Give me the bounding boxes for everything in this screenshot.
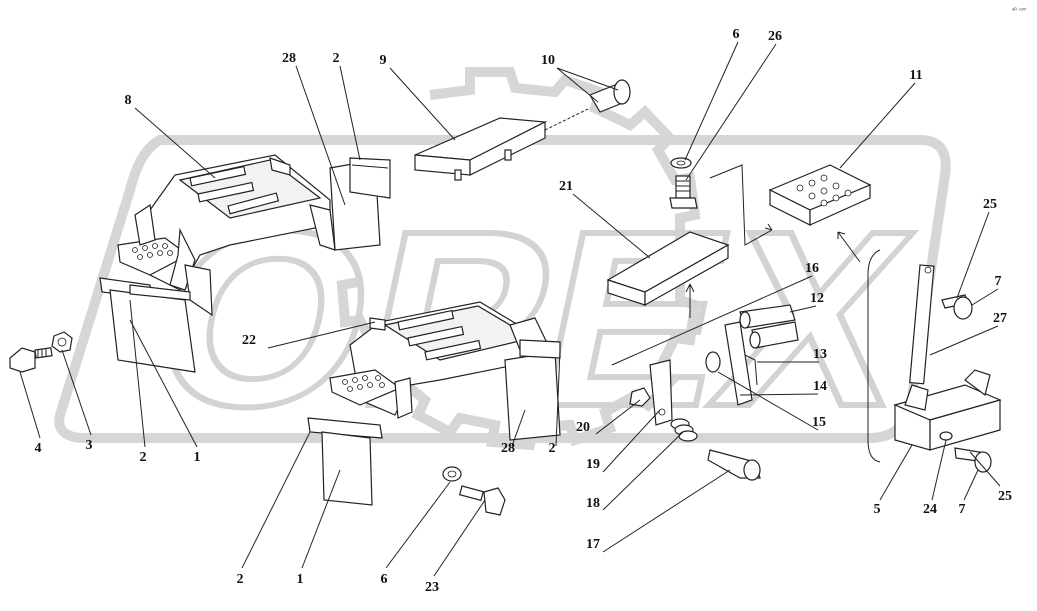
callout-c4: 4	[35, 441, 42, 456]
washer-6-upper	[670, 157, 692, 169]
bolt-23	[458, 485, 506, 516]
mud-flap-lower	[307, 417, 383, 506]
bolt-4	[9, 347, 53, 373]
callout-c2b: 2	[549, 441, 556, 456]
callout-c27: 27	[993, 311, 1007, 326]
plate-28-upper	[329, 157, 391, 251]
pin-7-25-lower	[954, 447, 992, 473]
watermark-band	[54, 135, 951, 443]
callout-c25b: 25	[998, 489, 1012, 504]
callout-c6a: 6	[733, 27, 740, 42]
callout-c14: 14	[813, 379, 827, 394]
callout-c3: 3	[86, 438, 93, 453]
step-assembly-upper	[117, 154, 336, 317]
callout-c2c: 2	[140, 450, 147, 465]
callout-c11: 11	[909, 68, 922, 83]
callout-c21: 21	[559, 179, 573, 194]
callout-c19: 19	[586, 457, 600, 472]
callout-c17: 17	[586, 537, 600, 552]
callout-c2a: 2	[333, 51, 340, 66]
callout-c13: 13	[813, 347, 827, 362]
callout-c10: 10	[541, 53, 555, 68]
step-11	[709, 164, 881, 463]
callout-c16: 16	[805, 261, 819, 276]
callout-c9: 9	[380, 53, 387, 68]
plate-21	[606, 231, 730, 318]
callout-c5: 5	[874, 502, 881, 517]
plate-28-lower	[504, 339, 561, 441]
callout-c25a: 25	[983, 197, 997, 212]
pin-7-25-upper	[941, 294, 973, 320]
mud-flap-upper-left	[99, 277, 196, 373]
callout-c1a: 1	[194, 450, 201, 465]
step-holes-lower	[342, 375, 385, 392]
leader-lines	[19, 41, 1001, 577]
step-holes-upper	[132, 243, 173, 260]
bracket-hardware	[629, 304, 799, 481]
callout-c1b: 1	[297, 572, 304, 587]
bolt-26	[669, 175, 698, 209]
washer-6-lower	[442, 466, 462, 482]
callout-c7b: 7	[959, 502, 966, 517]
callout-c7a: 7	[995, 274, 1002, 289]
pin-27	[909, 264, 935, 385]
callout-c22: 22	[242, 333, 256, 348]
callout-c18: 18	[586, 496, 600, 511]
callout-c24: 24	[923, 502, 937, 517]
callout-c26: 26	[768, 29, 782, 44]
callout-c12: 12	[810, 291, 824, 306]
pin-10	[544, 79, 631, 131]
callout-c28a: 28	[282, 51, 296, 66]
callout-c15: 15	[812, 415, 826, 430]
callout-c6b: 6	[381, 572, 388, 587]
spring-18	[670, 418, 698, 442]
bracket-5	[893, 369, 1002, 451]
nut-3	[51, 331, 73, 353]
callout-c20: 20	[576, 420, 590, 435]
callout-c23: 23	[425, 580, 439, 595]
callout-c2d: 2	[237, 572, 244, 587]
callout-c28b: 28	[501, 441, 515, 456]
callout-c8: 8	[125, 93, 132, 108]
plate-9	[414, 117, 548, 181]
corner-mark: ᵃᴿ ⁿᵒᵐ	[1012, 7, 1027, 14]
